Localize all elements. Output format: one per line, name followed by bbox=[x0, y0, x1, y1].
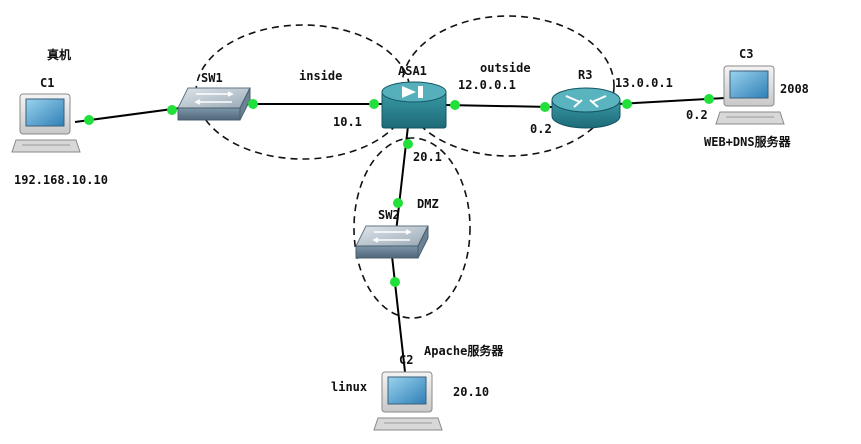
c1-name-label: C1 bbox=[40, 76, 54, 90]
c2-ip-label: 20.10 bbox=[453, 385, 489, 399]
c1-ip-label: 192.168.10.10 bbox=[14, 173, 108, 187]
zone-label-inside: inside bbox=[299, 69, 342, 83]
port-asa-dmz bbox=[403, 139, 413, 149]
port-sw2-asa bbox=[393, 198, 403, 208]
sw1-name-label: SW1 bbox=[201, 71, 223, 85]
c3-name-label: C3 bbox=[739, 47, 753, 61]
port-sw1-asa bbox=[248, 99, 258, 109]
pc-icon[interactable] bbox=[11, 93, 81, 153]
r3-asa-ip-label: 0.2 bbox=[530, 122, 552, 136]
switch-icon[interactable] bbox=[355, 225, 429, 259]
r3-c3-ip-label: 13.0.0.1 bbox=[615, 76, 673, 90]
c3-ip-label: 0.2 bbox=[686, 108, 708, 122]
dmz-zone-outline bbox=[353, 137, 471, 319]
c2-name-label: C2 bbox=[399, 353, 413, 367]
port-c3 bbox=[704, 94, 714, 104]
port-r3-asa bbox=[540, 102, 550, 112]
link-asa-r3 bbox=[444, 104, 553, 108]
c2-note-label: linux bbox=[331, 380, 367, 394]
port-asa-inside bbox=[369, 99, 379, 109]
c2-role-label: Apache服务器 bbox=[424, 343, 504, 358]
port-sw1-c1 bbox=[167, 105, 177, 115]
port-c1 bbox=[84, 115, 94, 125]
asa-name-label: ASA1 bbox=[398, 64, 427, 78]
port-r3-c3 bbox=[622, 99, 632, 109]
router-icon[interactable] bbox=[551, 87, 621, 129]
firewall-icon[interactable] bbox=[381, 81, 447, 129]
port-asa-outside bbox=[450, 100, 460, 110]
link-sw2-c2 bbox=[391, 255, 406, 373]
zone-label-dmz: DMZ bbox=[417, 197, 439, 211]
pc-icon[interactable] bbox=[373, 371, 443, 431]
sw2-name-label: SW2 bbox=[378, 208, 400, 222]
switch-icon[interactable] bbox=[177, 87, 251, 121]
pc-icon[interactable] bbox=[715, 65, 785, 125]
asa-outside-ip-label: 12.0.0.1 bbox=[458, 78, 516, 92]
port-sw2-c2 bbox=[390, 277, 400, 287]
c3-role-label: WEB+DNS服务器 bbox=[704, 134, 792, 149]
asa-inside-ip-label: 10.1 bbox=[333, 115, 362, 129]
r3-name-label: R3 bbox=[578, 68, 592, 82]
asa-dmz-ip-label: 20.1 bbox=[413, 150, 442, 164]
c3-note-label: 2008 bbox=[780, 82, 809, 96]
c1-note-label: 真机 bbox=[47, 47, 71, 62]
zone-label-outside: outside bbox=[480, 61, 531, 75]
